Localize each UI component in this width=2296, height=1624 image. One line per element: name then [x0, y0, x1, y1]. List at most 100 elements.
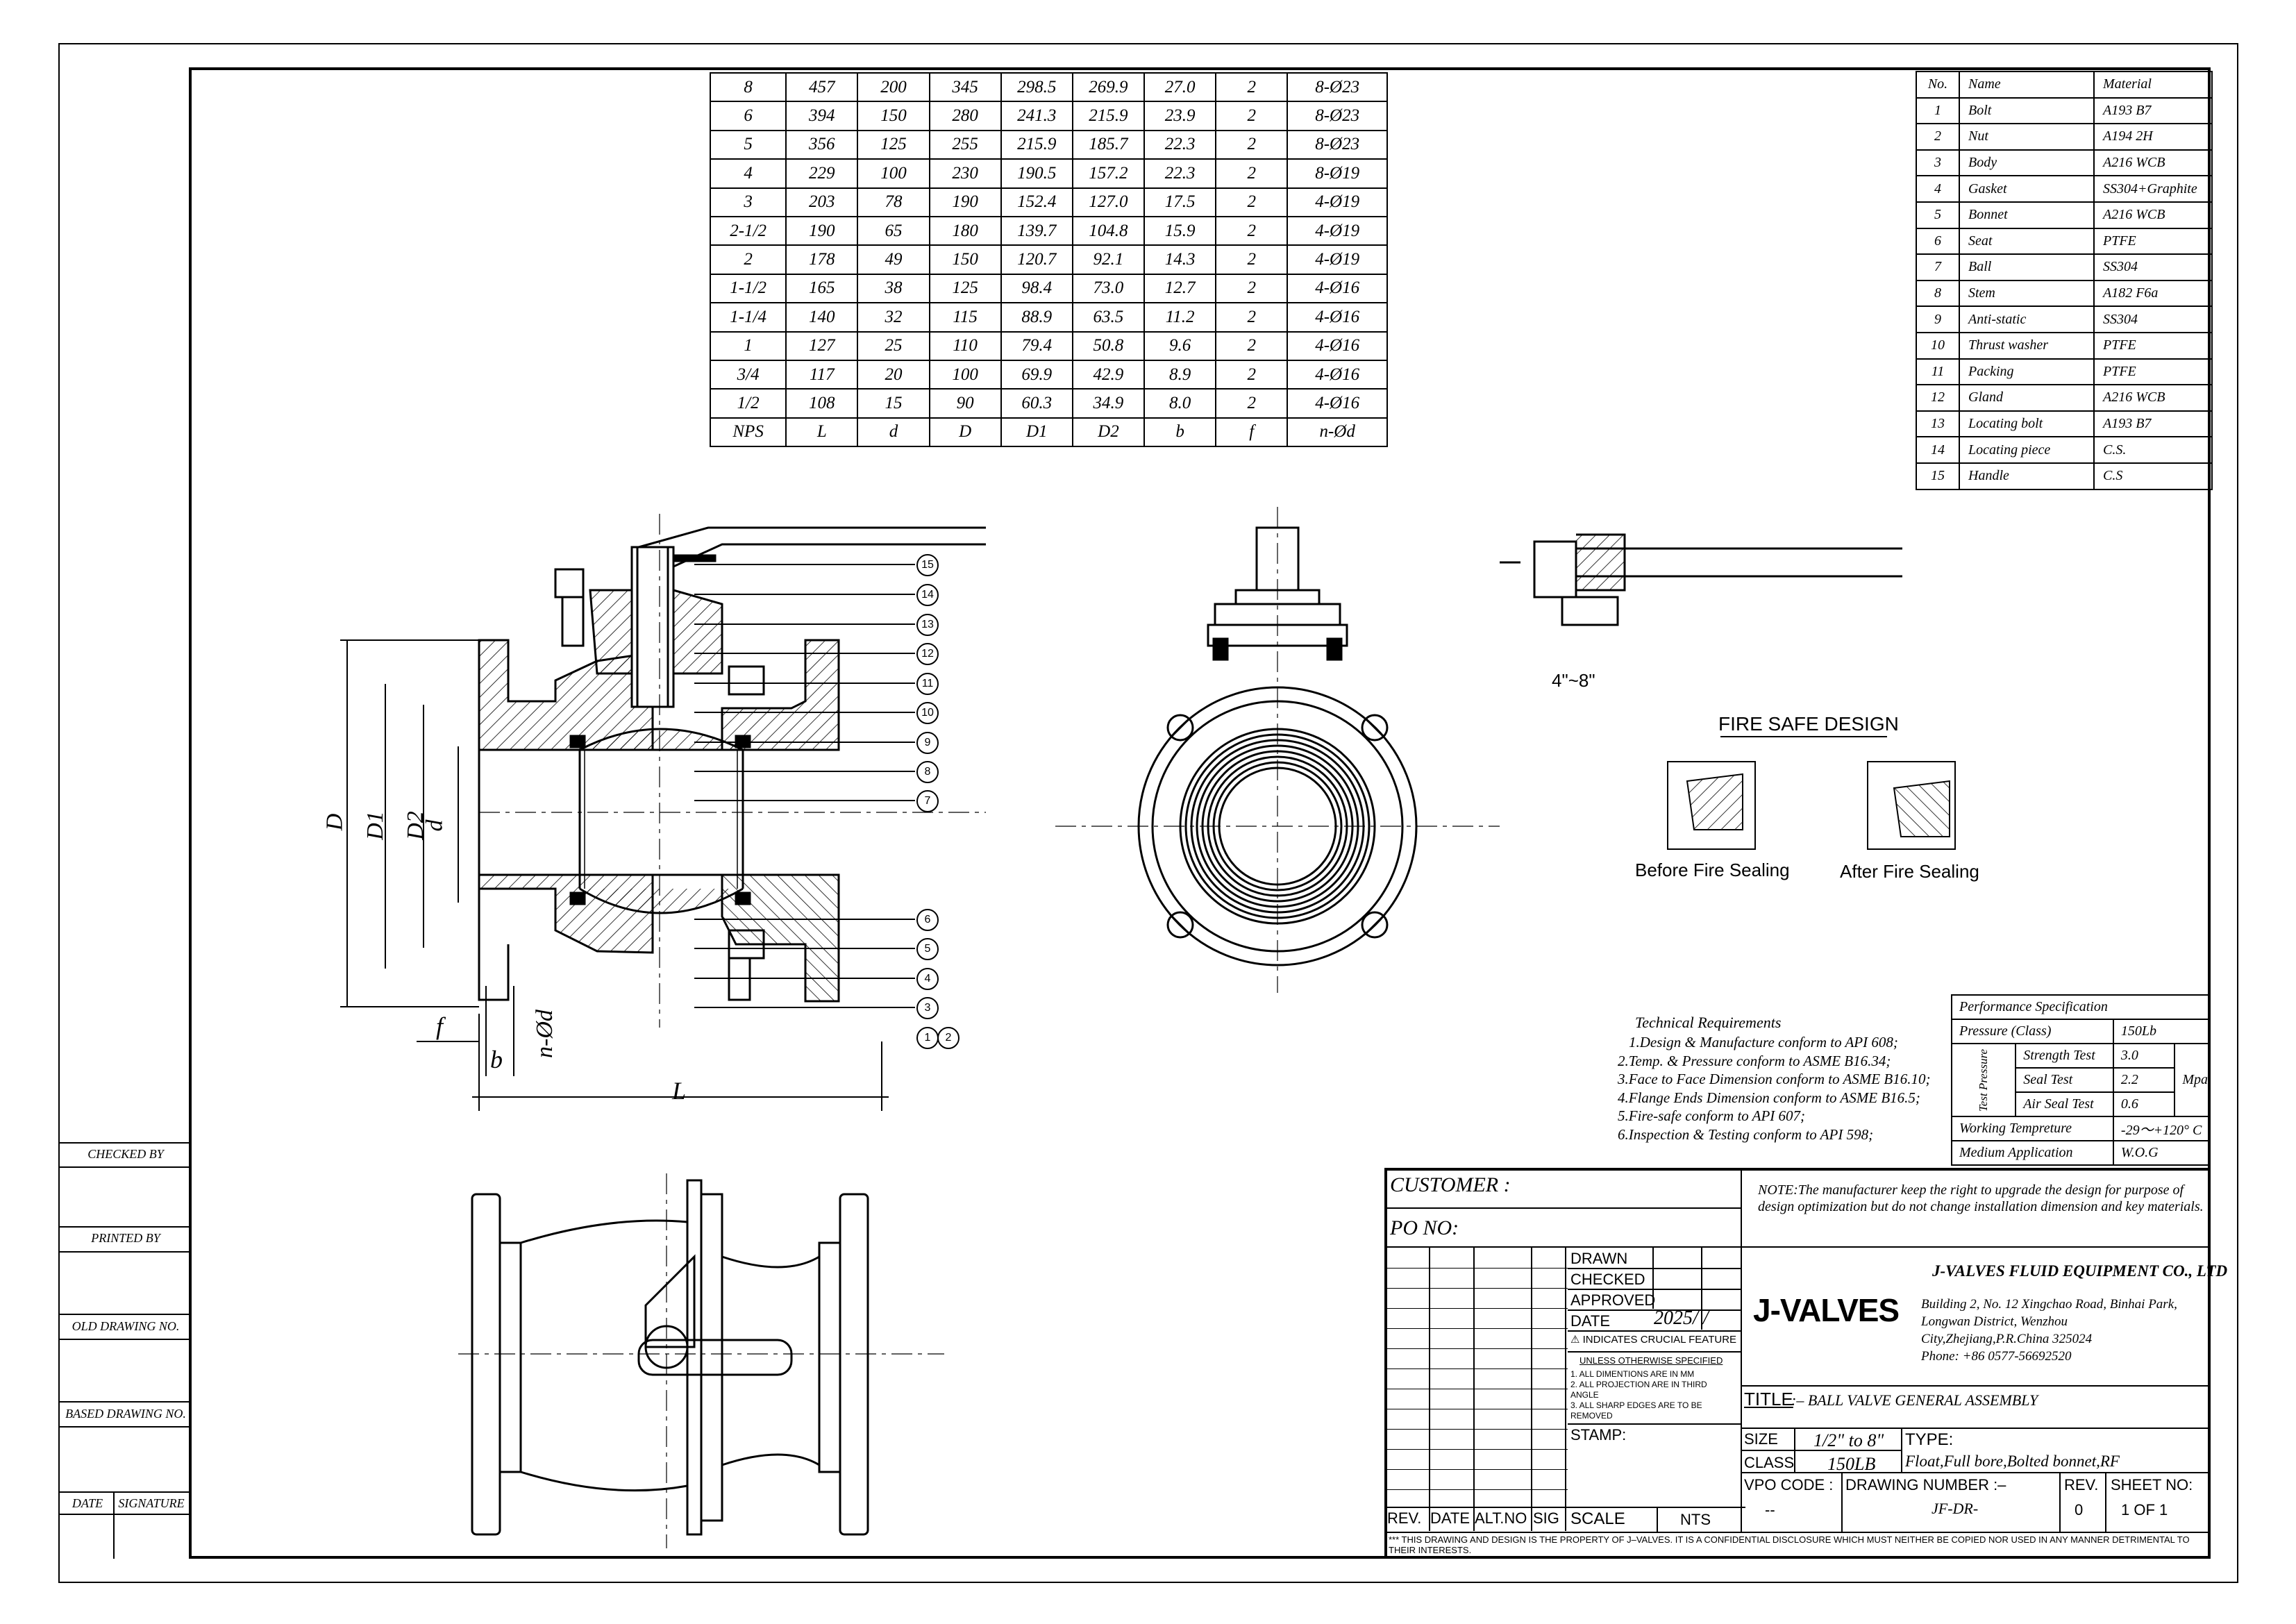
leader-line — [694, 742, 915, 743]
dimension-cell: 9.6 — [1143, 330, 1217, 361]
drawing-number-value: JF-DR- — [1932, 1500, 1979, 1517]
revision-grid-line — [1384, 1429, 1568, 1430]
dimension-cell: 63.5 — [1071, 302, 1146, 333]
dimension-cell: 2 — [1215, 187, 1289, 217]
tech-req-title: Technical Requirements — [1635, 1014, 1782, 1031]
parts-cell: 15 — [1916, 462, 1960, 490]
dimension-cell: 203 — [785, 187, 859, 217]
dimension-cell: 32 — [857, 302, 930, 333]
top-view — [458, 1173, 944, 1548]
type-value: Float,Full bore,Bolted bonnet,RF — [1905, 1453, 2120, 1470]
date-field-label: DATE — [1570, 1312, 1611, 1330]
dimension-cell: 8-Ø23 — [1287, 72, 1388, 103]
size-label: SIZE — [1744, 1430, 1778, 1448]
parts-cell: A216 WCB — [2093, 149, 2213, 177]
dimension-cell: 230 — [928, 158, 1002, 189]
dimension-cell: 38 — [857, 273, 930, 304]
customer-label: CUSTOMER : — [1390, 1173, 1511, 1196]
parts-cell: Handle — [1959, 462, 2095, 490]
balloon-7: 7 — [916, 790, 939, 812]
perf-pressure-label: Pressure (Class) — [1951, 1019, 2114, 1044]
parts-cell: 8 — [1916, 279, 1960, 308]
dimension-cell: 12.7 — [1143, 273, 1217, 304]
date-field-value: 2025/ / — [1654, 1307, 1709, 1329]
leader-line — [694, 948, 915, 949]
dimension-cell: 215.9 — [1071, 101, 1146, 131]
dimension-cell: 2 — [1215, 359, 1289, 390]
revision-grid-line — [1384, 1469, 1568, 1470]
parts-cell: Nut — [1959, 123, 2095, 151]
parts-cell: 3 — [1916, 149, 1960, 177]
dimension-cell: 27.0 — [1143, 72, 1217, 103]
balloon-14: 14 — [916, 584, 939, 606]
dimension-cell: 4-Ø19 — [1287, 215, 1388, 246]
dimension-cell: NPS — [709, 417, 787, 448]
balloon-3: 3 — [916, 997, 939, 1019]
dim-f: f — [436, 1012, 444, 1040]
tech-req-list: 1.Design & Manufacture conform to API 60… — [1618, 1033, 1930, 1144]
dimension-cell: D1 — [1000, 417, 1073, 448]
revision-grid-line — [1384, 1328, 1568, 1329]
dimension-cell: 2 — [1215, 273, 1289, 304]
dimension-cell: 6 — [709, 101, 787, 131]
company-name: J-VALVES FLUID EQUIPMENT CO., LTD — [1932, 1262, 2228, 1280]
dimension-cell: 157.2 — [1071, 158, 1146, 189]
sheet-label: SHEET NO: — [2111, 1476, 2193, 1493]
dimension-cell: 8.9 — [1143, 359, 1217, 390]
parts-cell: 11 — [1916, 358, 1960, 386]
dimension-cell: f — [1215, 417, 1289, 448]
dimension-cell: 457 — [785, 72, 859, 103]
dimension-cell: 215.9 — [1000, 129, 1073, 160]
dimension-cell: 115 — [928, 302, 1002, 333]
general-note-item: 2. ALL PROJECTION ARE IN THIRD ANGLE — [1570, 1380, 1707, 1400]
leader-line — [694, 594, 915, 595]
date-col-label: DATE — [1430, 1509, 1470, 1527]
dimension-cell: 108 — [785, 388, 859, 419]
size-value: 1/2" to 8" — [1813, 1430, 1884, 1450]
dimension-cell: 4-Ø16 — [1287, 388, 1388, 419]
outer-border — [58, 43, 2238, 1583]
dimension-cell: 69.9 — [1000, 359, 1073, 390]
tech-req-item: 2.Temp. & Pressure conform to ASME B16.3… — [1618, 1052, 1891, 1069]
dimension-cell: 2 — [1215, 330, 1289, 361]
dimension-cell: 23.9 — [1143, 101, 1217, 131]
fire-safe-title: FIRE SAFE DESIGN — [1718, 713, 1899, 735]
dimension-cell: 49 — [857, 244, 930, 275]
drawing-number-label: DRAWING NUMBER :– — [1845, 1476, 2006, 1493]
dimension-cell: 20 — [857, 359, 930, 390]
parts-cell: A194 2H — [2093, 123, 2213, 151]
dimension-cell: 190.5 — [1000, 158, 1073, 189]
altno-col-label: ALT.NO — [1475, 1509, 1527, 1527]
parts-cell: 9 — [1916, 305, 1960, 333]
dimension-cell: 5 — [709, 129, 787, 160]
parts-cell: A216 WCB — [2093, 201, 2213, 229]
perf-strength-label: Strength Test — [2015, 1043, 2114, 1069]
revision-grid-line — [1384, 1308, 1568, 1309]
dimension-cell: 117 — [785, 359, 859, 390]
parts-cell: 13 — [1916, 410, 1960, 438]
sig-col-label: SIG — [1533, 1509, 1559, 1527]
perf-temp-label: Working Tempreture — [1951, 1116, 2114, 1141]
before-fire-seal-label: Before Fire Sealing — [1635, 860, 1790, 880]
parts-cell: 7 — [1916, 253, 1960, 281]
dimension-cell: 125 — [928, 273, 1002, 304]
scale-value: NTS — [1680, 1511, 1711, 1528]
dimension-cell: 185.7 — [1071, 129, 1146, 160]
perf-title: Performance Specification — [1951, 994, 2209, 1020]
dimension-cell: 110 — [928, 330, 1002, 361]
company-address: Building 2, No. 12 Xingchao Road, Binhai… — [1921, 1296, 2177, 1365]
dimension-cell: 73.0 — [1071, 273, 1146, 304]
dimension-cell: 60.3 — [1000, 388, 1073, 419]
dimension-cell: 4-Ø19 — [1287, 244, 1388, 275]
